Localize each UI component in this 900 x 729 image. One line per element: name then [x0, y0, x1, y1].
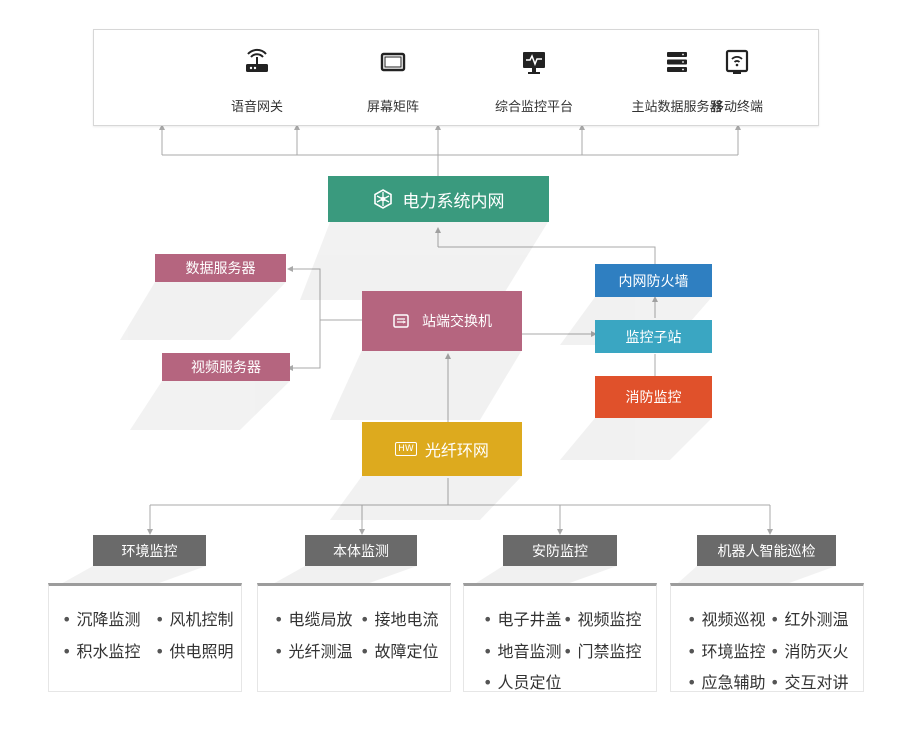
network-hub-icon	[373, 189, 392, 209]
station-switch-label: 站端交换机	[422, 314, 492, 330]
top-item-label: 综合监控平台	[494, 100, 573, 115]
list-item: 电缆局放	[274, 606, 352, 630]
top-item-label: 主站数据服务器	[631, 100, 723, 115]
category-panel-security: 电子井盖 视频监控 地音监测 门禁监控 人员定位	[463, 583, 657, 692]
category-label: 环境监控	[121, 543, 178, 560]
fiber-ring-label: 光纤环网	[424, 441, 489, 460]
category-label: 机器人智能巡检	[717, 543, 816, 560]
list-item: 沉降监测	[62, 606, 140, 630]
list-item: 电子井盖	[483, 606, 561, 630]
list-item: 风机控制	[155, 606, 233, 630]
list-item: 地音监测	[483, 638, 561, 662]
data-server-label: 数据服务器	[185, 261, 256, 277]
fire-monitor-label: 消防监控	[625, 390, 682, 406]
monitor-icon	[523, 52, 545, 74]
list-item: 供电照明	[155, 638, 233, 662]
screen-icon	[380, 52, 406, 72]
firewall-label: 内网防火墙	[618, 273, 689, 290]
top-item-label: 屏幕矩阵	[366, 100, 419, 115]
fire-monitor-node[interactable]: 消防监控	[595, 376, 712, 418]
top-item-screen-matrix[interactable]: 屏幕矩阵	[328, 30, 458, 125]
substation-node[interactable]: 监控子站	[595, 320, 712, 353]
top-item-data-server[interactable]: 主站数据服务器	[612, 30, 742, 125]
hw-badge-icon: HW	[395, 442, 417, 456]
list-item: 红外测温	[770, 606, 848, 630]
top-item-label: 移动终端	[710, 100, 763, 115]
top-item-label: 语音网关	[230, 100, 283, 115]
core-network-node[interactable]: 电力系统内网	[328, 176, 549, 222]
switch-icon	[393, 314, 409, 328]
video-server-node[interactable]: 视频服务器	[162, 353, 290, 381]
video-server-label: 视频服务器	[191, 360, 261, 376]
list-item: 应急辅助	[687, 669, 765, 693]
list-item: 视频监控	[563, 606, 641, 630]
substation-label: 监控子站	[625, 329, 682, 346]
list-item: 消防灭火	[770, 638, 848, 662]
data-server-node[interactable]: 数据服务器	[155, 254, 286, 282]
list-item: 视频巡视	[687, 606, 765, 630]
list-item: 故障定位	[360, 638, 438, 662]
list-item: 环境监控	[687, 638, 765, 662]
category-header-robot[interactable]: 机器人智能巡检	[697, 535, 836, 566]
list-item: 积水监控	[62, 638, 140, 662]
top-item-monitoring-platform[interactable]: 综合监控平台	[469, 30, 599, 125]
category-header-security[interactable]: 安防监控	[503, 535, 617, 566]
fiber-ring-node[interactable]: HW 光纤环网	[362, 422, 522, 476]
category-label: 本体监测	[333, 543, 389, 560]
category-header-environment[interactable]: 环境监控	[93, 535, 206, 566]
top-systems-panel: 语音网关 屏幕矩阵 综合监控平台 主站数据服务器	[93, 29, 819, 126]
list-item: 交互对讲	[770, 669, 848, 693]
top-item-mobile-terminal[interactable]: 移动终端	[672, 30, 802, 125]
top-item-voice-gateway[interactable]: 语音网关	[192, 30, 322, 125]
list-item: 门禁监控	[563, 638, 641, 662]
list-item: 人员定位	[483, 669, 561, 693]
firewall-node[interactable]: 内网防火墙	[595, 264, 712, 297]
category-label: 安防监控	[532, 543, 588, 560]
category-panel-robot: 视频巡视 红外测温 环境监控 消防灭火 应急辅助 交互对讲	[670, 583, 864, 692]
mobile-terminal-icon	[725, 49, 749, 74]
category-header-body[interactable]: 本体监测	[305, 535, 417, 566]
station-switch-node[interactable]: 站端交换机	[362, 291, 522, 351]
server-icon	[667, 52, 687, 72]
list-item: 接地电流	[360, 606, 438, 630]
core-network-label: 电力系统内网	[402, 191, 505, 212]
category-panel-body: 电缆局放 接地电流 光纤测温 故障定位	[257, 583, 451, 692]
list-item: 光纤测温	[274, 638, 352, 662]
router-icon	[246, 48, 268, 72]
category-panel-environment: 沉降监测 风机控制 积水监控 供电照明	[48, 583, 242, 692]
